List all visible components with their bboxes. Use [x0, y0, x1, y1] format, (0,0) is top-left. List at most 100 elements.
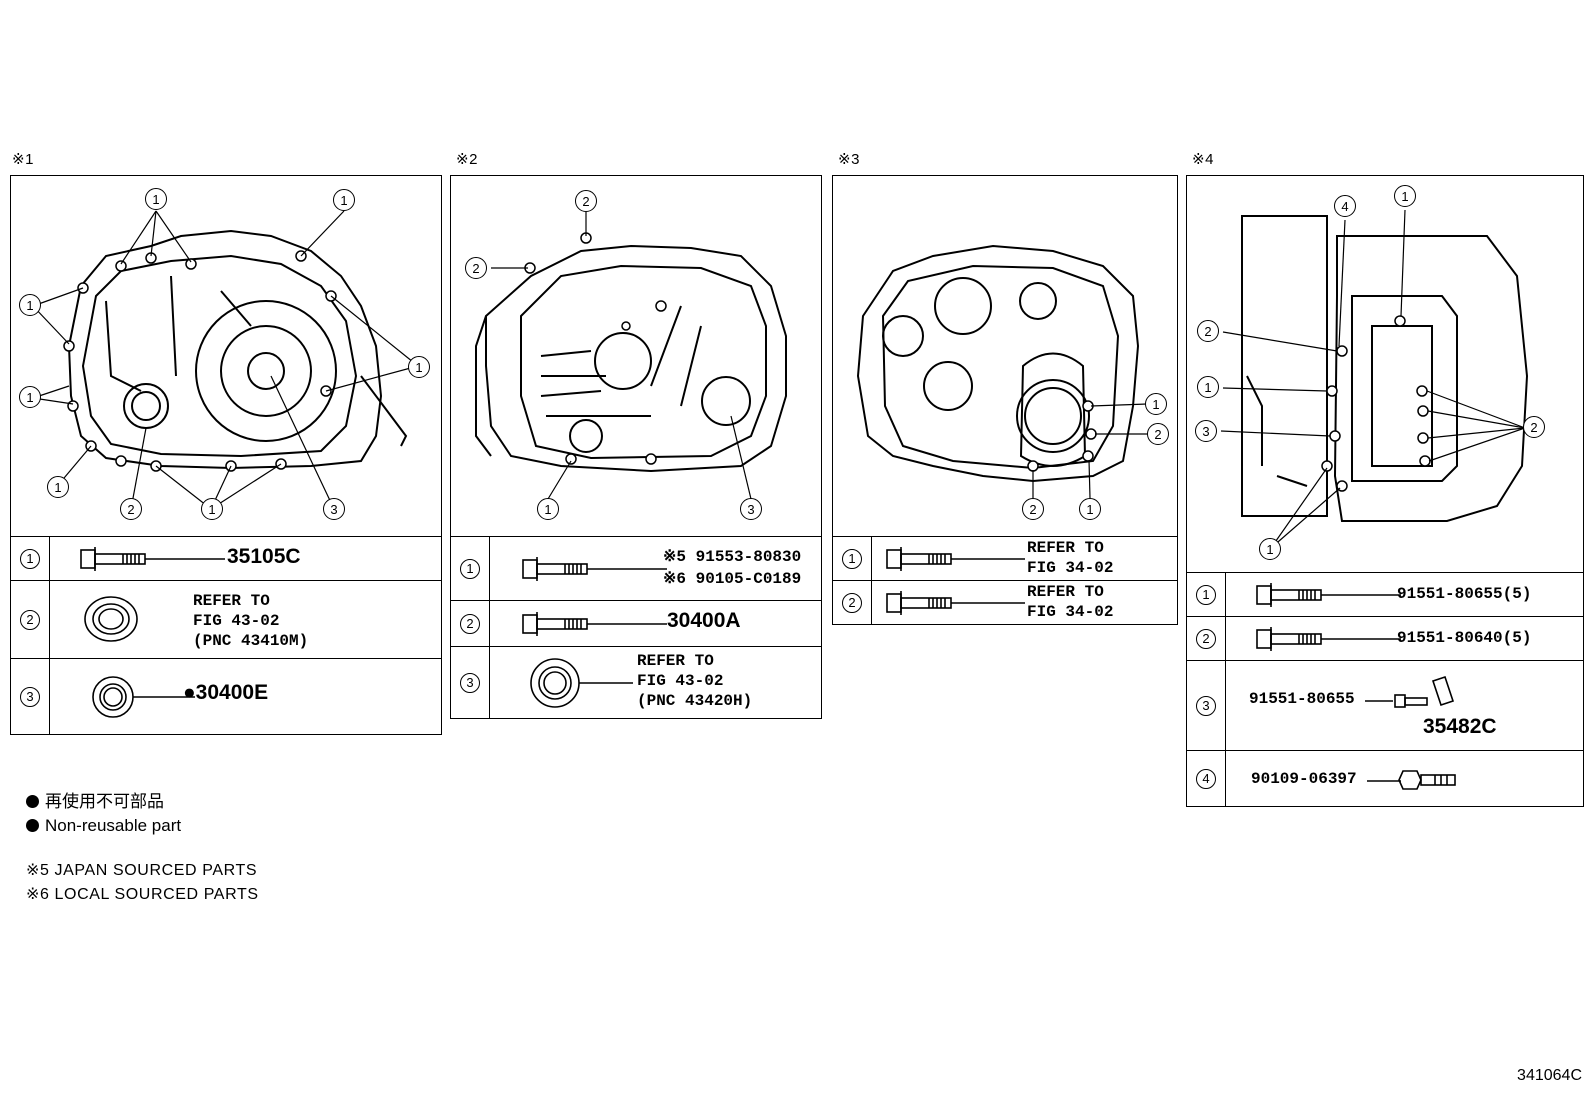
row-number: 2 — [842, 592, 862, 613]
nonreusable-dot-icon — [26, 819, 39, 832]
callout-1: 1 — [537, 498, 559, 520]
callout-1: 1 — [1197, 376, 1219, 398]
flange-bolt-icon — [522, 612, 667, 636]
union-bolt-icon — [1367, 770, 1456, 790]
parts-row: 2 30400A — [451, 600, 821, 646]
parts-row: 1 91551-80655(5) — [1187, 572, 1583, 616]
transaxle-case-front-drawing — [32, 210, 419, 510]
oil-seal-icon — [92, 676, 195, 718]
row-number: 3 — [1196, 695, 1216, 716]
callout-4: 4 — [1334, 195, 1356, 217]
flange-bolt-icon — [886, 591, 1025, 615]
oil-pan-side-drawing — [1220, 209, 1529, 549]
part-number: 91551-80655(5) — [1397, 585, 1532, 603]
nonreusable-dot-icon — [26, 795, 39, 808]
row-number: 2 — [460, 613, 480, 634]
flange-bolt-icon — [1256, 627, 1401, 651]
parts-row: 1 REFER TO FIG 34-02 — [833, 536, 1177, 580]
panel-2: 2 2 1 3 1 ※5 91553-80830 ※6 90105-C0189 … — [450, 175, 822, 719]
callout-3: 3 — [740, 498, 762, 520]
part-reference: FIG 34-02 — [1027, 559, 1114, 577]
flange-bolt-icon — [522, 557, 667, 581]
callout-1: 1 — [333, 189, 355, 211]
part-number: 35105C — [227, 545, 301, 568]
callout-2: 2 — [465, 257, 487, 279]
row-number: 2 — [20, 609, 40, 630]
oil-seal-icon — [530, 658, 633, 708]
parts-row: 2 REFER TO FIG 34-02 — [833, 580, 1177, 624]
row-number: 1 — [20, 548, 40, 569]
panel-3: 1 2 2 1 1 REFER TO FIG 34-02 2 REFER TO — [832, 175, 1178, 625]
callout-3: 3 — [323, 498, 345, 520]
row-number: 1 — [1196, 584, 1216, 605]
callout-3: 3 — [1195, 420, 1217, 442]
panel-4-label: ※4 — [1192, 151, 1214, 168]
parts-row: 2 91551-80640(5) — [1187, 616, 1583, 660]
callout-2: 2 — [1147, 423, 1169, 445]
parts-row: 2 REFER TO FIG 43-02 (PNC 43410M) — [11, 580, 441, 658]
parts-row: 1 ※5 91553-80830 ※6 90105-C0189 — [451, 536, 821, 600]
callout-1: 1 — [1145, 393, 1167, 415]
legend-nonreusable-jp: 再使用不可部品 — [26, 790, 181, 814]
part-number: 35482C — [1423, 715, 1497, 738]
parts-row: 3 91551-80655 35482C — [1187, 660, 1583, 750]
callout-2: 2 — [1523, 416, 1545, 438]
figure-code: 341064C — [1517, 1067, 1582, 1084]
callout-2: 2 — [1197, 320, 1219, 342]
part-number: 30400A — [667, 609, 741, 632]
part-number: 91551-80640(5) — [1397, 629, 1532, 647]
row-number: 2 — [1196, 628, 1216, 649]
callout-1: 1 — [1394, 185, 1416, 207]
row-number: 3 — [20, 686, 40, 707]
row-number: 3 — [460, 672, 480, 693]
part-reference: FIG 43-02 — [637, 672, 724, 690]
callout-1: 1 — [1079, 498, 1101, 520]
legend: 再使用不可部品 Non-reusable part — [26, 790, 181, 838]
transaxle-cover-drawing — [856, 244, 1149, 499]
flange-bolt-icon — [1256, 583, 1401, 607]
callout-1: 1 — [47, 476, 69, 498]
callout-1: 1 — [1259, 538, 1281, 560]
note-local-sourced: ※6 LOCAL SOURCED PARTS — [26, 886, 259, 903]
oil-seal-icon — [84, 596, 138, 642]
part-reference: FIG 43-02 — [193, 612, 280, 630]
part-reference: REFER TO — [1027, 539, 1104, 557]
part-number: ※5 91553-80830 — [663, 548, 802, 566]
row-number: 1 — [842, 548, 862, 569]
part-number: ●30400E — [183, 681, 269, 704]
panel-4: 1 4 2 1 3 2 1 1 91551-80655(5) 2 91551-8… — [1186, 175, 1584, 807]
callout-2: 2 — [1022, 498, 1044, 520]
transaxle-case-rear-drawing — [475, 212, 787, 500]
callout-1: 1 — [201, 498, 223, 520]
panel-1: 1 1 1 1 1 1 1 2 3 1 35105C 2 REFER TO FI… — [10, 175, 442, 735]
panel-1-label: ※1 — [12, 151, 34, 168]
callout-2: 2 — [575, 190, 597, 212]
part-reference: REFER TO — [637, 652, 714, 670]
part-reference: REFER TO — [193, 592, 270, 610]
parts-row: 3 ●30400E — [11, 658, 441, 734]
flange-bolt-icon — [886, 547, 1025, 571]
part-reference: (PNC 43410M) — [193, 632, 309, 650]
row-number: 4 — [1196, 768, 1216, 789]
part-reference: (PNC 43420H) — [637, 692, 753, 710]
callout-1: 1 — [145, 188, 167, 210]
panel-3-label: ※3 — [838, 151, 860, 168]
panel-2-label: ※2 — [456, 151, 478, 168]
part-reference: REFER TO — [1027, 583, 1104, 601]
bolt-bracket-icon — [1365, 675, 1455, 708]
note-japan-sourced: ※5 JAPAN SOURCED PARTS — [26, 862, 258, 879]
part-number: 91551-80655 — [1249, 690, 1355, 708]
callout-1: 1 — [19, 386, 41, 408]
part-number: ※6 90105-C0189 — [663, 570, 802, 588]
part-number: 90109-06397 — [1251, 770, 1357, 788]
parts-row: 1 35105C — [11, 536, 441, 580]
flange-bolt-icon — [80, 547, 225, 571]
part-reference: FIG 34-02 — [1027, 603, 1114, 621]
callout-1: 1 — [408, 356, 430, 378]
parts-row: 4 90109-06397 — [1187, 750, 1583, 806]
callout-2: 2 — [120, 498, 142, 520]
callout-1: 1 — [19, 294, 41, 316]
parts-row: 3 REFER TO FIG 43-02 (PNC 43420H) — [451, 646, 821, 718]
row-number: 1 — [460, 558, 480, 579]
legend-nonreusable-en: Non-reusable part — [26, 814, 181, 838]
